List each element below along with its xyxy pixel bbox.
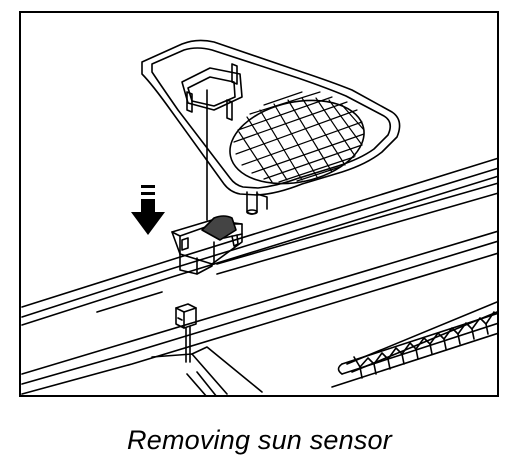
speaker-grille xyxy=(229,91,365,185)
illustration-frame xyxy=(19,11,499,397)
down-arrow-icon xyxy=(131,185,165,235)
sensor-connector xyxy=(175,303,197,363)
defroster-grille xyxy=(346,301,497,379)
sensor-cover-panel xyxy=(141,39,401,215)
dashboard-panel xyxy=(21,157,497,395)
figure-caption: Removing sun sensor xyxy=(127,425,392,455)
sun-sensor xyxy=(171,215,243,275)
sun-sensor-illustration xyxy=(21,39,497,395)
